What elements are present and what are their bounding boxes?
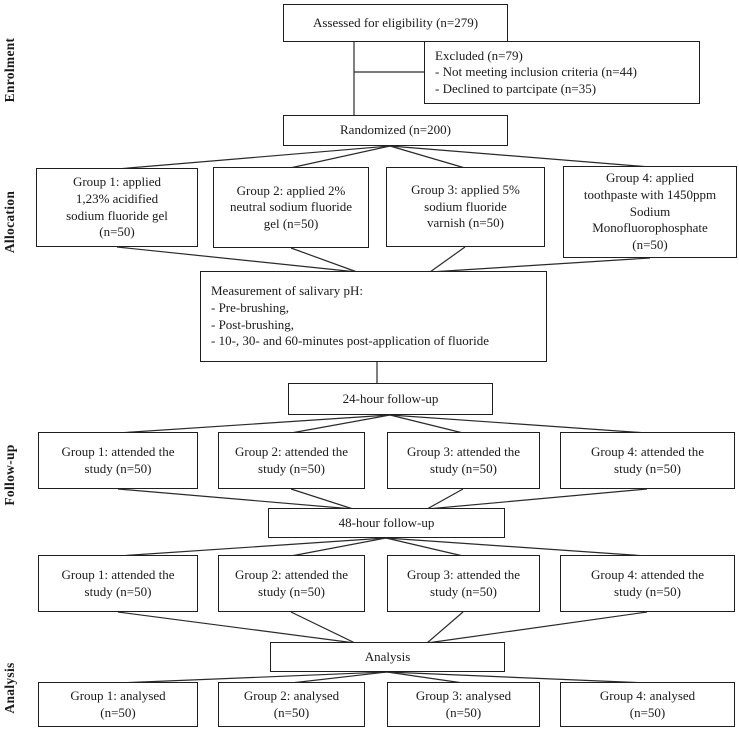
stage-label-followup: Follow-up [2,444,17,506]
stage-label-enrolment: Enrolment [2,37,17,103]
allocation-group3-box: Group 3: applied 5% sodium fluoride varn… [386,167,545,247]
analysed-group4-box: Group 4: analysed (n=50) [560,682,735,727]
attended-24h-group3-box: Group 3: attended the study (n=50) [387,432,540,489]
attended-24h-group4-box: Group 4: attended the study (n=50) [560,432,735,489]
randomized-box: Randomized (n=200) [283,115,508,146]
allocation-group1-box: Group 1: applied 1,23% acidified sodium … [36,168,198,247]
attended-48h-group3-box: Group 3: attended the study (n=50) [387,555,540,612]
attended-48h-group2-box: Group 2: attended the study (n=50) [218,555,365,612]
followup-24h-box: 24-hour follow-up [288,383,493,415]
attended-48h-group4-box: Group 4: attended the study (n=50) [560,555,735,612]
assessed-box: Assessed for eligibility (n=279) [283,4,508,42]
stage-label-allocation: Allocation [2,190,17,254]
analysed-group3-box: Group 3: analysed (n=50) [387,682,540,727]
followup-48h-box: 48-hour follow-up [268,508,505,538]
attended-48h-group1-box: Group 1: attended the study (n=50) [38,555,198,612]
allocation-group4-box: Group 4: applied toothpaste with 1450ppm… [563,166,737,258]
analysed-group1-box: Group 1: analysed (n=50) [38,682,198,727]
analysed-group2-box: Group 2: analysed (n=50) [218,682,365,727]
attended-24h-group1-box: Group 1: attended the study (n=50) [38,432,198,489]
attended-24h-group2-box: Group 2: attended the study (n=50) [218,432,365,489]
allocation-group2-box: Group 2: applied 2% neutral sodium fluor… [213,167,369,248]
stage-label-analysis: Analysis [2,662,17,714]
analysis-box: Analysis [270,642,505,672]
excluded-box: Excluded (n=79) - Not meeting inclusion … [424,41,700,104]
measurement-box: Measurement of salivary pH: - Pre-brushi… [200,271,547,362]
